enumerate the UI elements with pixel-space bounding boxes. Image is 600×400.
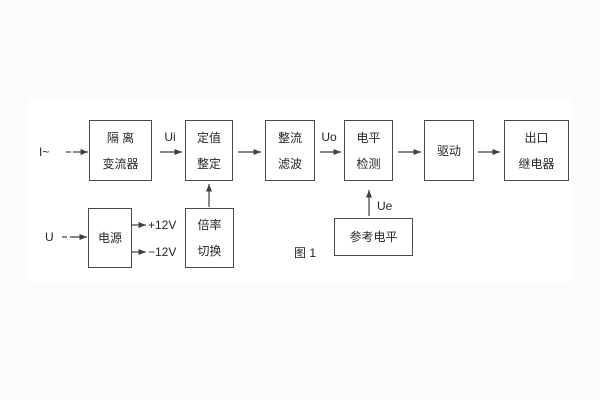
block-label: 继电器 [518,156,555,171]
block-setpoint-adjust: 定值 整定 [185,120,233,181]
block-label: 切换 [197,244,222,258]
label-ue-signal: Ue [377,199,393,213]
label-voltage-input: U [45,230,54,244]
block-label: 隔 离 [106,130,135,145]
block-label: 参考电平 [349,230,398,244]
block-level-detector: 电平 检测 [344,120,393,181]
block-power-supply: 电源 [88,208,132,268]
block-rectify-filter: 整流 滤波 [265,120,315,181]
block-label: 电平 [356,130,381,145]
label-current-input: I~ [39,145,50,159]
block-reference-level: 参考电平 [334,218,413,256]
block-label: 倍率 [197,218,222,232]
block-label: 检测 [356,156,381,171]
block-label: 定值 [196,130,221,145]
block-output-relay: 出口 继电器 [504,120,569,181]
block-label: 整流 [277,130,302,145]
label-ui-signal: Ui [164,130,176,144]
label-uo-signal: Uo [321,130,337,144]
block-label: 驱动 [436,143,461,158]
block-label: 整定 [196,156,221,171]
block-label: 出口 [524,130,549,145]
block-isolation-transformer: 隔 离 变流器 [89,120,152,181]
block-ratio-switch: 倍率 切换 [185,208,234,268]
block-driver: 驱动 [424,120,474,181]
label-plus-12v: +12V [148,218,177,232]
block-label: 电源 [97,231,122,245]
label-minus-12v: −12V [148,245,177,259]
figure-caption: 图 1 [294,246,317,260]
block-label: 滤波 [277,156,302,171]
block-label: 变流器 [102,156,139,171]
